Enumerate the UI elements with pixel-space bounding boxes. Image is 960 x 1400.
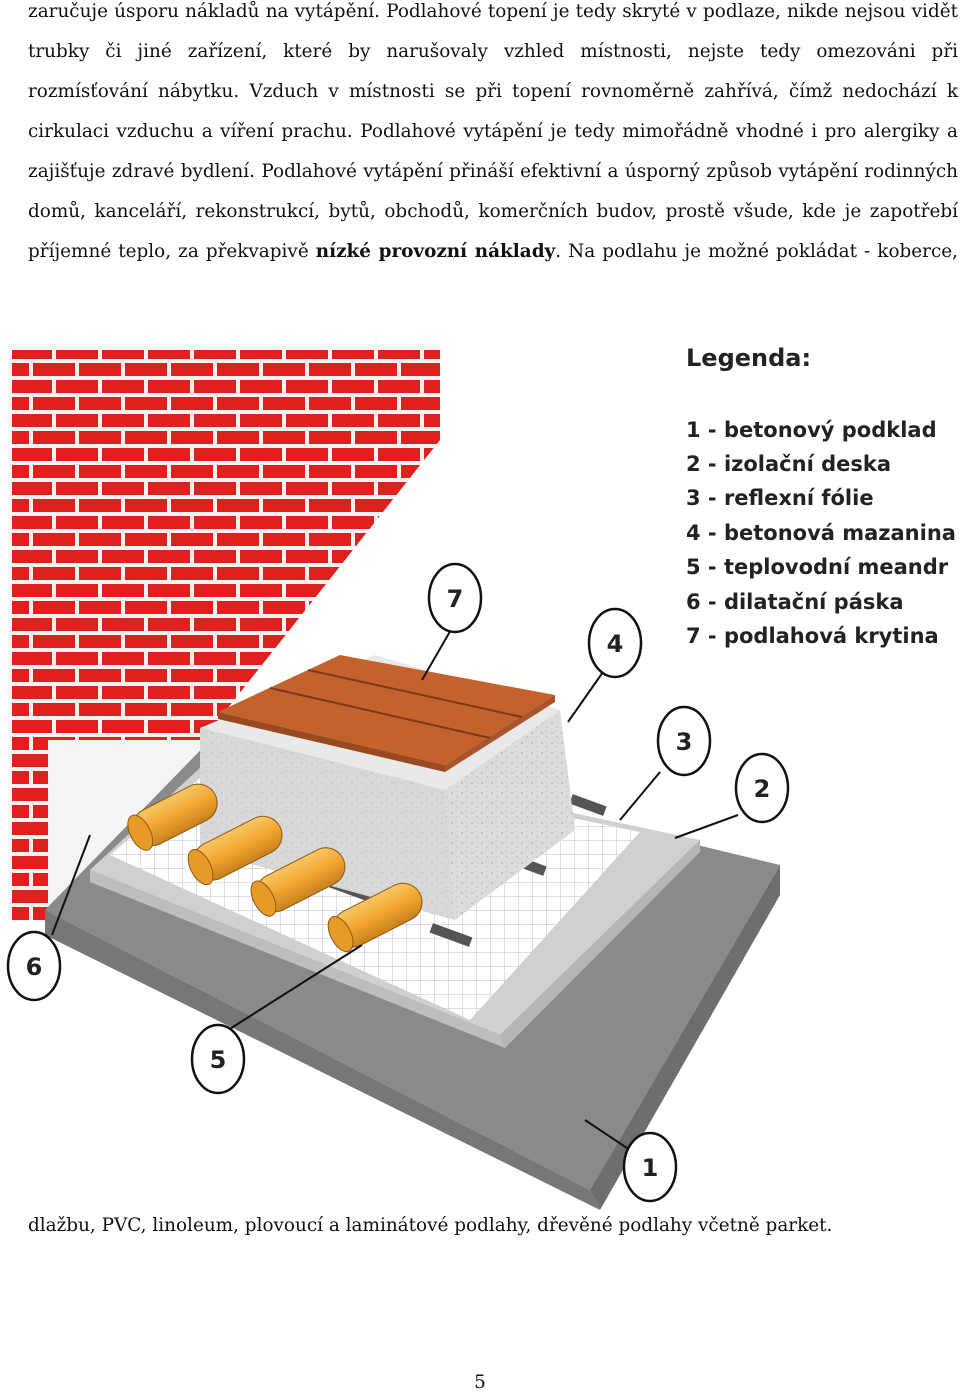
paragraph-line: rozmísťování nábytku. Vzduch v místnosti… (28, 72, 958, 112)
callout-3: 3 (676, 728, 693, 756)
paragraph-line: domů, kanceláří, rekonstrukcí, bytů, obc… (28, 192, 958, 232)
callout-5: 5 (210, 1046, 227, 1074)
legend-item: 1 - betonový podklad (686, 418, 937, 442)
paragraph-line: trubky či jiné zařízení, které by narušo… (28, 32, 958, 72)
paragraph-line: zajišťuje zdravé bydlení. Podlahové vytá… (28, 152, 958, 192)
text-run: . Na podlahu je možné pokládat - koberce… (555, 241, 958, 262)
legend-title: Legenda: (686, 344, 811, 372)
legend-item: 2 - izolační deska (686, 452, 891, 476)
callout-1: 1 (642, 1154, 659, 1182)
paragraph-line-last: příjemné teplo, za překvapivě nízké prov… (28, 232, 958, 272)
text-run: příjemné teplo, za překvapivě (28, 241, 316, 262)
legend: Legenda: 1 - betonový podklad 2 - izolač… (686, 344, 956, 648)
legend-item: 5 - teplovodní meandr (686, 555, 949, 579)
continuation-text: dlažbu, PVC, linoleum, plovoucí a laminá… (28, 1206, 832, 1246)
legend-item: 6 - dilatační páska (686, 590, 904, 614)
callout-2: 2 (754, 775, 771, 803)
bold-phrase: nízké provozní náklady (316, 241, 556, 262)
callout-4: 4 (607, 630, 624, 658)
callout-6: 6 (26, 953, 43, 981)
paragraph-line: zaručuje úsporu nákladů na vytápění. Pod… (28, 0, 958, 32)
paragraph-line: cirkulaci vzduchu a víření prachu. Podla… (28, 112, 958, 152)
legend-item: 3 - reflexní fólie (686, 486, 874, 510)
body-paragraph: zaručuje úsporu nákladů na vytápění. Pod… (28, 0, 958, 272)
floor-heating-diagram: 7 4 3 2 6 5 1 Legenda: 1 - betonový podk… (0, 330, 960, 1220)
legend-item: 4 - betonová mazanina (686, 521, 956, 545)
page-number: 5 (0, 1372, 960, 1393)
callout-7: 7 (447, 585, 464, 613)
legend-item: 7 - podlahová krytina (686, 624, 939, 648)
